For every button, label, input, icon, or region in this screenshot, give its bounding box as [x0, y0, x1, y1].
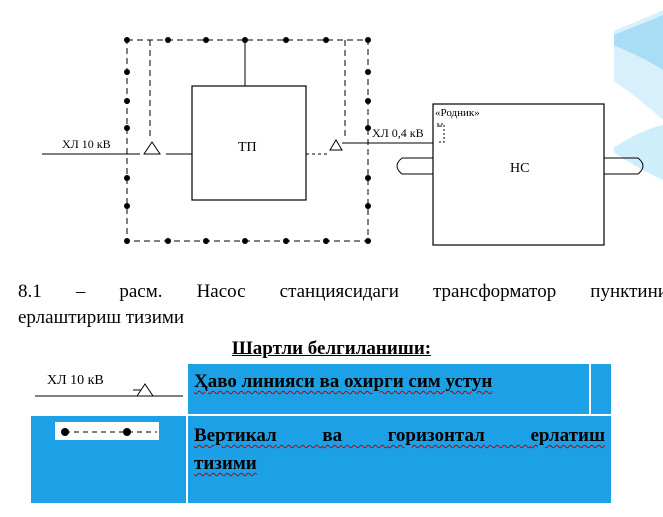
grounding-electrode-dot: [365, 37, 371, 43]
ns-label: НС: [510, 161, 529, 176]
transformer-point-box: [191, 85, 307, 201]
grounding-electrode-dot: [242, 37, 248, 43]
legend-desc-cell-2: Вертикал ва горизонтал ерлатиш тизими: [187, 415, 612, 504]
caption-line-2: ерлаштириш тизими: [18, 307, 185, 328]
desc-word: ва: [322, 425, 343, 446]
desc-word: Вертикал: [194, 425, 277, 446]
symbol-line-label: ХЛ 10 кВ: [47, 373, 104, 388]
symbol-background: [31, 364, 186, 414]
grounding-electrode-dot: [365, 125, 371, 131]
legend-symbol-cell-2: [30, 415, 187, 504]
line-lv-label: ХЛ 0,4 кВ: [372, 126, 424, 140]
caption-word: пунктини: [590, 281, 663, 302]
legend-desc-cell-1: Ҳаво линияси ва охирги сим устун: [187, 363, 590, 415]
legend-symbol-cell: ХЛ 10 кВ: [30, 363, 187, 415]
grounding-symbol: [61, 428, 157, 436]
grounding-electrode-dot: [365, 203, 371, 209]
grounding-electrode-dot: [124, 37, 130, 43]
grounding-electrode-dot: [124, 203, 130, 209]
desc-word: ерлатиш: [530, 425, 605, 446]
caption-word: станциясидаги: [279, 281, 399, 302]
grounding-electrode-dot: [124, 125, 130, 131]
grounding-electrode-dot: [124, 98, 130, 104]
grounding-electrode-dot: [124, 175, 130, 181]
desc-word: горизонтал: [387, 425, 485, 446]
grounding-electrode-dot: [283, 37, 289, 43]
grounding-electrode-dot: [124, 69, 130, 75]
pipe-right: [604, 157, 644, 175]
grounding-diagram: ТП ХЛ 10 кВ ХЛ 0,4 кВ НС «Родник»: [42, 37, 644, 246]
grounding-electrode-dot: [323, 37, 329, 43]
grounding-electrode-dot: [283, 238, 289, 244]
grounding-electrode-dot: [165, 37, 171, 43]
rodnik-label: «Родник»: [435, 107, 480, 119]
caption-word: 8.1: [18, 281, 42, 302]
legend-desc-2-line2: тизими: [194, 453, 257, 474]
grounding-electrode-dot: [165, 238, 171, 244]
pipe-left: [396, 157, 433, 175]
grounding-electrodes: [124, 37, 371, 244]
legend-desc-2-line1: Вертикал ва горизонтал ерлатиш: [194, 422, 605, 450]
grounding-electrode-dot: [124, 238, 130, 244]
overhead-line-symbol: ХЛ 10 кВ: [35, 373, 183, 397]
grounding-electrode-dot: [365, 69, 371, 75]
caption-word: расм.: [119, 281, 163, 302]
legend-desc-1: Ҳаво линияси ва охирги сим устун: [194, 371, 493, 392]
legend-table: ХЛ 10 кВ Ҳаво линияси ва охирги сим усту…: [30, 363, 612, 504]
caption-word: трансформатор: [433, 281, 557, 302]
legend-empty-cell: [590, 363, 612, 415]
pole-symbol-left: [143, 141, 161, 155]
grounding-electrode-dot: [203, 37, 209, 43]
legend-title: Шартли белгиланиши:: [231, 338, 432, 359]
grounding-electrode-dot: [242, 238, 248, 244]
caption-word: Насос: [196, 281, 246, 302]
figure-caption: 8.1 – расм. Насос станциясидаги трансфор…: [18, 279, 663, 331]
caption-word: –: [75, 281, 86, 302]
grounding-electrode-dot: [365, 175, 371, 181]
tp-label: ТП: [238, 140, 257, 155]
grounding-electrode-dot: [323, 238, 329, 244]
caption-line-1: 8.1 – расм. Насос станциясидаги трансфор…: [18, 279, 663, 305]
grounding-electrode-dot: [203, 238, 209, 244]
grounding-electrode-dot: [365, 98, 371, 104]
grounding-electrode-dot: [365, 238, 371, 244]
pump-station-box: [432, 103, 605, 246]
symbol-background: [55, 422, 159, 440]
pole-symbol-right: [329, 139, 343, 151]
line-hv-label: ХЛ 10 кВ: [62, 137, 111, 151]
